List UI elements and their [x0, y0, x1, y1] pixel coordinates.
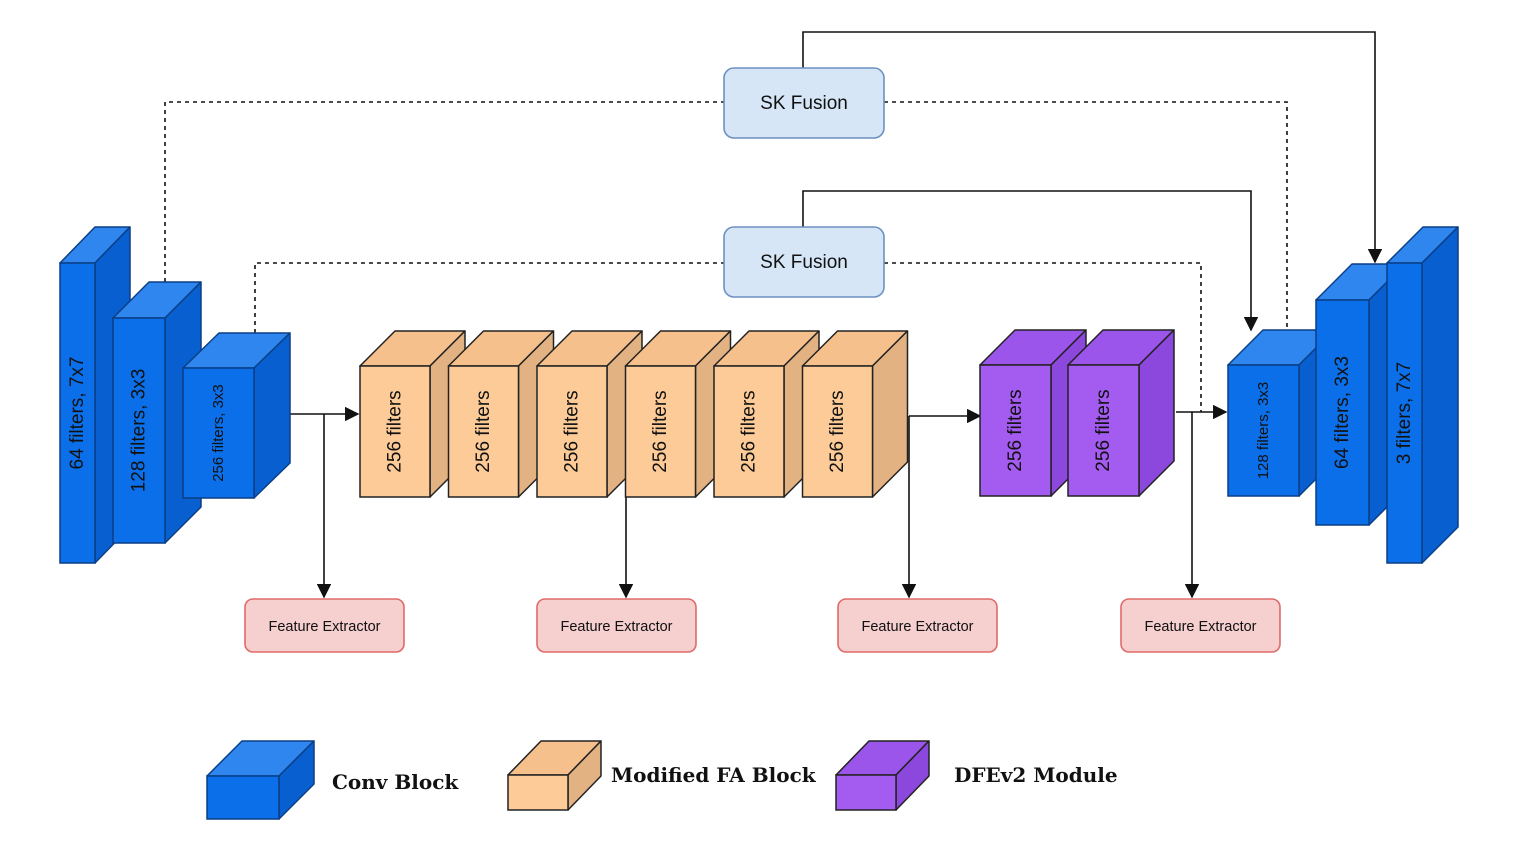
fa-block-5-front-face — [713, 365, 785, 498]
legend-dfe-swatch-front-face — [835, 774, 897, 811]
fa-block-5-label: 256 filters — [739, 390, 760, 472]
legend-conv-swatch-front-face — [206, 775, 280, 820]
connections — [164, 31, 1383, 599]
decoder-conv-block-3-front-face — [1386, 262, 1423, 564]
fa-block-2-label: 256 filters — [473, 390, 494, 472]
legend-conv-label: Conv Block — [332, 770, 459, 794]
fa-block-4-label: 256 filters — [650, 390, 671, 472]
legend — [206, 740, 930, 820]
feature-extractor-1: Feature Extractor — [244, 598, 405, 653]
dfe-block-2: 256 filters — [1067, 329, 1175, 497]
blocks-layer: 64 filters, 7x7 128 filters, 3x3 256 filte… — [59, 226, 1459, 564]
fa-block-6-label: 256 filters — [827, 390, 848, 472]
sk-fusion-bottom-label: SK Fusion — [760, 252, 848, 273]
fa-block-2-front-face — [447, 365, 520, 498]
fa-block-3-label: 256 filters — [562, 390, 583, 472]
encoder-conv-block-1-label: 64 filters, 7x7 — [67, 357, 88, 470]
feature-extractor-3-label: Feature Extractor — [861, 619, 973, 635]
legend-fa-label: Modified FA Block — [611, 763, 817, 787]
dfe-block-2-front-face — [1067, 364, 1140, 497]
encoder-conv-block-2-front-face — [112, 317, 166, 544]
legend-conv-swatch — [206, 740, 315, 820]
feature-extractor-4-label: Feature Extractor — [1144, 619, 1256, 635]
fa-block-1-front-face — [359, 365, 431, 498]
dfe-block-1-front-face — [979, 364, 1052, 497]
legend-fa-swatch — [507, 740, 602, 811]
decoder-conv-block-3-side-face — [1421, 226, 1459, 564]
decoder-conv-block-2-front-face — [1315, 299, 1370, 526]
skip-dashed-top-left — [164, 101, 724, 282]
decoder-conv-block-2-label: 64 filters, 3x3 — [1332, 356, 1353, 469]
legend-dfe-swatch — [835, 740, 930, 811]
encoder-conv-block-3-front-face — [182, 367, 255, 499]
decoder-conv-block-3: 3 filters, 7x7 — [1386, 226, 1459, 564]
feature-extractor-2-label: Feature Extractor — [560, 619, 672, 635]
skip-dashed-top-right — [884, 101, 1288, 330]
dfe-block-1-label: 256 filters — [1005, 389, 1026, 471]
skip-dashed-bottom-left — [254, 262, 724, 333]
fa-block-6-front-face — [801, 365, 874, 498]
fusion-top-output — [802, 31, 1383, 264]
encoder-conv-block-2-label: 128 filters, 3x3 — [129, 369, 150, 493]
decoder-conv-block-3-label: 3 filters, 7x7 — [1394, 362, 1415, 464]
legend-dfe-label: DFEv2 Module — [954, 763, 1118, 787]
decoder-conv-block-1-label: 128 filters, 3x3 — [1255, 382, 1272, 480]
fa-block-3-front-face — [536, 365, 608, 498]
feature-extractor-2: Feature Extractor — [536, 598, 697, 653]
fa-block-1-label: 256 filters — [385, 390, 406, 472]
encoder-conv-block-3-label: 256 filters, 3x3 — [210, 384, 227, 482]
encoder-conv-block-3: 256 filters, 3x3 — [182, 332, 291, 499]
dfe-block-1: 256 filters — [979, 329, 1087, 497]
sk-fusion-top: SK Fusion — [723, 67, 885, 139]
encoder-conv-block-1-front-face — [59, 262, 96, 564]
skip-dashed-bottom-right — [884, 262, 1202, 412]
fa-block-4-front-face — [624, 365, 697, 498]
feature-extractor-3: Feature Extractor — [837, 598, 998, 653]
feature-extractor-4: Feature Extractor — [1120, 598, 1281, 653]
sk-fusion-top-label: SK Fusion — [760, 93, 848, 114]
decoder-conv-block-1-front-face — [1227, 364, 1300, 497]
legend-fa-swatch-front-face — [507, 774, 569, 811]
feature-extractor-1-label: Feature Extractor — [268, 619, 380, 635]
fa-block-6: 256 filters — [801, 330, 909, 498]
sk-fusion-bottom: SK Fusion — [723, 226, 885, 298]
dfe-block-2-label: 256 filters — [1093, 389, 1114, 471]
fusion-bottom-output — [802, 190, 1259, 332]
